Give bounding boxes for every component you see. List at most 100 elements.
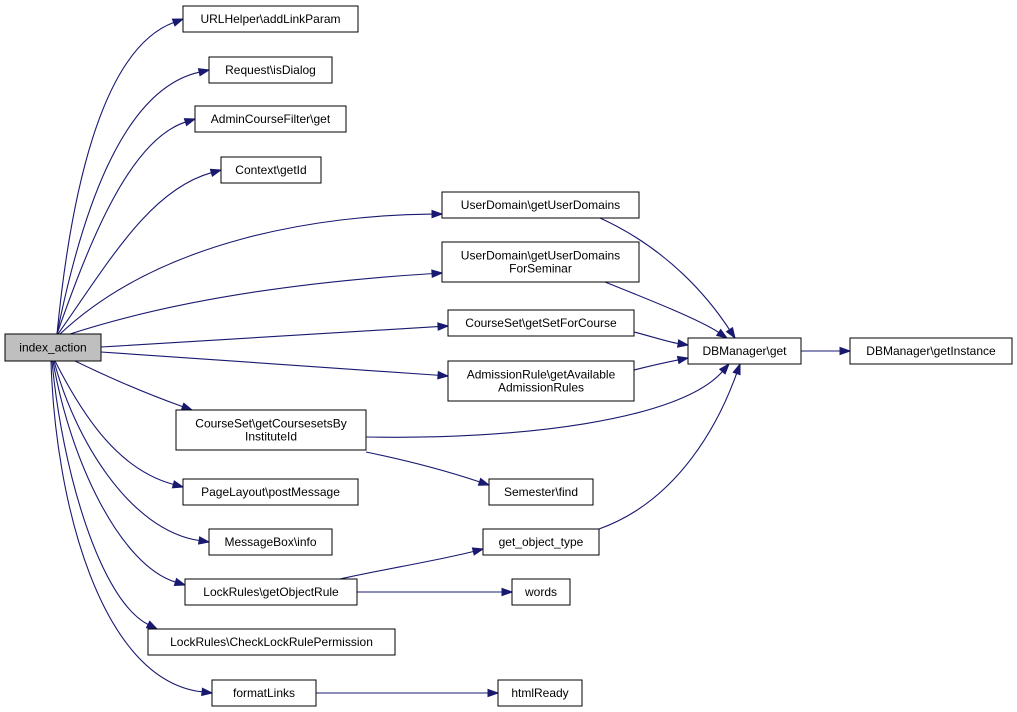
node-label: PageLayout\postMessage: [201, 485, 340, 499]
edges-layer: [50, 18, 852, 698]
node-label: Request\isDialog: [225, 63, 316, 77]
edge-index_action-to-msginfo: [53, 360, 211, 545]
edge-line: [59, 213, 433, 335]
arrowhead-icon: [732, 362, 741, 376]
node-label: MessageBox\info: [224, 535, 316, 549]
edge-line: [52, 360, 176, 583]
node-postmessage[interactable]: PageLayout\postMessage: [182, 478, 359, 506]
node-dbinstance[interactable]: DBManager\getInstance: [849, 337, 1013, 365]
node-box: [447, 309, 635, 337]
edge-coursesets-to-dbget: [365, 362, 730, 438]
arrowhead-icon: [718, 362, 730, 375]
edge-index_action-to-admissionrules: [100, 351, 450, 380]
arrowhead-icon: [487, 688, 500, 698]
edge-admissionrules-to-dbget: [633, 355, 690, 371]
arrowhead-icon: [180, 402, 194, 411]
edge-line: [53, 360, 200, 542]
node-label: AdminCourseFilter\get: [211, 112, 331, 126]
arrowhead-icon: [437, 370, 450, 380]
edge-line: [100, 351, 439, 376]
edge-setforcourse-to-dbget: [633, 331, 690, 348]
node-label: URLHelper\addLinkParam: [200, 12, 340, 26]
edge-index_action-to-acfilter: [56, 118, 197, 335]
node-box: [220, 156, 322, 184]
edge-line: [69, 273, 433, 335]
edge-index_action-to-request: [56, 68, 211, 335]
edge-line: [56, 21, 174, 335]
edge-objtype-to-dbget: [598, 362, 741, 530]
node-msginfo[interactable]: MessageBox\info: [208, 528, 333, 556]
node-box: [182, 5, 359, 33]
node-checklock[interactable]: LockRules\CheckLockRulePermission: [147, 628, 396, 656]
node-acfilter[interactable]: AdminCourseFilter\get: [194, 105, 347, 133]
arrowhead-icon: [725, 326, 736, 340]
edge-index_action-to-urlhelper: [56, 18, 185, 335]
edge-coursesets-to-semester: [365, 451, 491, 486]
node-label: DBManager\get: [702, 344, 787, 358]
node-box: [447, 360, 635, 402]
node-index_action[interactable]: index_action: [4, 333, 102, 362]
edge-formatlinks-to-htmlready: [315, 688, 500, 698]
arrowhead-icon: [471, 547, 485, 556]
edge-line: [51, 360, 149, 625]
edge-getobjectrule-to-objtype: [339, 547, 485, 580]
node-label: LockRules\getObjectRule: [203, 585, 339, 599]
node-label: UserDomain\getUserDomains: [461, 249, 620, 263]
edge-line: [339, 550, 474, 580]
arrowhead-icon: [171, 18, 185, 27]
arrowhead-icon: [839, 346, 852, 356]
node-box: [687, 337, 802, 365]
node-box: [511, 578, 571, 606]
edge-line: [365, 451, 480, 483]
edge-index_action-to-setforcourse: [100, 322, 450, 348]
node-context[interactable]: Context\getId: [220, 156, 322, 184]
node-label: formatLinks: [233, 686, 295, 700]
node-label: words: [524, 585, 557, 599]
arrowhead-icon: [197, 68, 211, 77]
edge-index_action-to-userdomains: [59, 209, 444, 335]
node-htmlready[interactable]: htmlReady: [497, 679, 583, 707]
edge-index_action-to-coursesets: [74, 360, 194, 411]
node-setforcourse[interactable]: CourseSet\getSetForCourse: [447, 309, 635, 337]
node-semester[interactable]: Semester\find: [488, 478, 594, 506]
node-box: [441, 241, 640, 283]
edge-line: [598, 373, 738, 530]
node-words[interactable]: words: [511, 578, 571, 606]
edge-line: [56, 71, 200, 335]
node-box: [4, 333, 102, 362]
edge-userdomainsseminar-to-dbget: [604, 281, 729, 339]
node-request[interactable]: Request\isDialog: [208, 56, 333, 84]
node-formatlinks[interactable]: formatLinks: [211, 679, 317, 707]
node-label: LockRules\CheckLockRulePermission: [170, 635, 373, 649]
node-box: [497, 679, 583, 707]
node-box: [147, 628, 396, 656]
arrowhead-icon: [676, 355, 690, 365]
node-urlhelper[interactable]: URLHelper\addLinkParam: [182, 5, 359, 33]
edge-index_action-to-context: [57, 168, 223, 335]
edge-index_action-to-checklock: [51, 360, 159, 630]
node-label: AdmissionRule\getAvailable: [467, 368, 616, 382]
edge-getobjectrule-to-words: [357, 587, 514, 597]
edge-userdomains-to-dbget: [599, 217, 736, 340]
arrowhead-icon: [676, 339, 690, 348]
node-label: CourseSet\getCoursesetsBy: [195, 417, 346, 431]
node-objtype[interactable]: get_object_type: [482, 528, 600, 556]
edge-line: [633, 359, 679, 371]
arrowhead-icon: [431, 269, 444, 278]
node-userdomains[interactable]: UserDomain\getUserDomains: [441, 191, 640, 219]
node-getobjectrule[interactable]: LockRules\getObjectRule: [184, 578, 358, 606]
node-label: UserDomain\getUserDomains: [461, 198, 620, 212]
node-label: htmlReady: [511, 686, 568, 700]
arrowhead-icon: [201, 687, 214, 697]
arrowhead-icon: [209, 168, 223, 177]
node-box: [182, 478, 359, 506]
node-dbget[interactable]: DBManager\get: [687, 337, 802, 365]
node-label: DBManager\getInstance: [866, 344, 996, 358]
node-box: [849, 337, 1013, 365]
arrowhead-icon: [437, 322, 450, 331]
edge-line: [56, 121, 186, 335]
